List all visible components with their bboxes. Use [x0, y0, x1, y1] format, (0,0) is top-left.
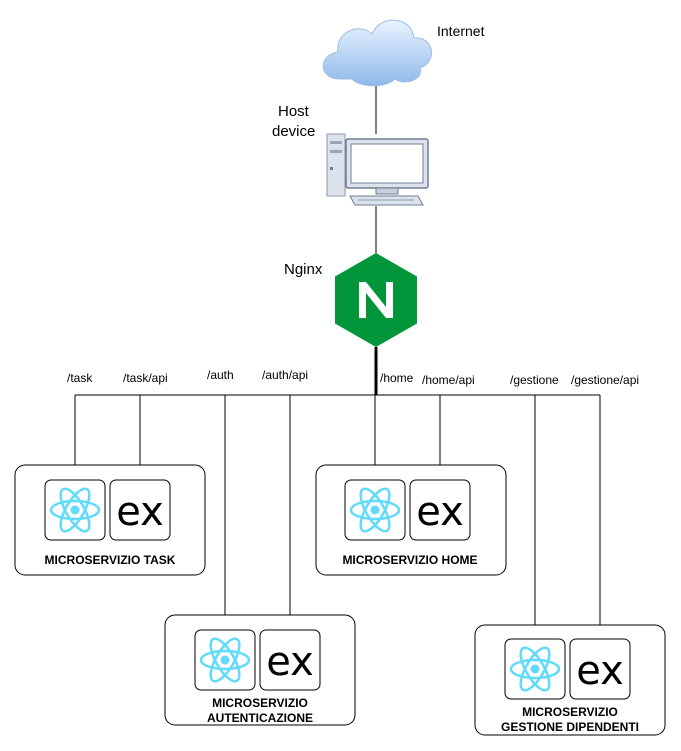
express-icon: ex	[116, 489, 164, 535]
host-label-line1: Host	[278, 103, 310, 120]
service-gestione-box: ex MICROSERVIZIO GESTIONE DIPENDENTI	[474, 624, 666, 736]
route-task-label: /task	[67, 371, 93, 385]
service-task-box: ex MICROSERVIZIO TASK	[14, 464, 206, 576]
desktop-computer-icon	[326, 133, 429, 206]
route-auth-api-label: /auth/api	[262, 368, 308, 382]
service-task-title: MICROSERVIZIO TASK	[45, 553, 176, 567]
service-gestione-title-line1: MICROSERVIZIO	[522, 705, 618, 719]
service-auth-box: ex MICROSERVIZIO AUTENTICAZIONE	[164, 614, 356, 726]
nginx-logo	[335, 253, 417, 347]
service-home-title: MICROSERVIZIO HOME	[342, 553, 477, 567]
service-auth-title-line1: MICROSERVIZIO	[212, 696, 308, 710]
service-home-box: ex MICROSERVIZIO HOME	[315, 464, 507, 576]
route-home-label: /home	[380, 371, 414, 385]
express-icon: ex	[416, 489, 464, 535]
internet-label: Internet	[437, 23, 485, 39]
service-gestione-title-line2: GESTIONE DIPENDENTI	[501, 720, 639, 734]
route-gestione-api-label: /gestione/api	[571, 373, 639, 387]
cloud-icon	[322, 19, 432, 87]
express-icon-frame	[109, 479, 171, 541]
express-icon: ex	[576, 648, 624, 694]
express-icon-frame	[569, 638, 631, 700]
service-auth-title-line2: AUTENTICAZIONE	[207, 711, 313, 725]
express-icon: ex	[266, 639, 314, 685]
host-label-line2: device	[272, 123, 315, 140]
route-home-api-label: /home/api	[422, 373, 475, 387]
route-auth-label: /auth	[207, 368, 234, 382]
express-icon-frame	[409, 479, 471, 541]
route-gestione-label: /gestione	[510, 373, 559, 387]
route-task-api-label: /task/api	[123, 371, 168, 385]
nginx-label: Nginx	[284, 261, 323, 278]
express-icon-frame	[259, 629, 321, 691]
